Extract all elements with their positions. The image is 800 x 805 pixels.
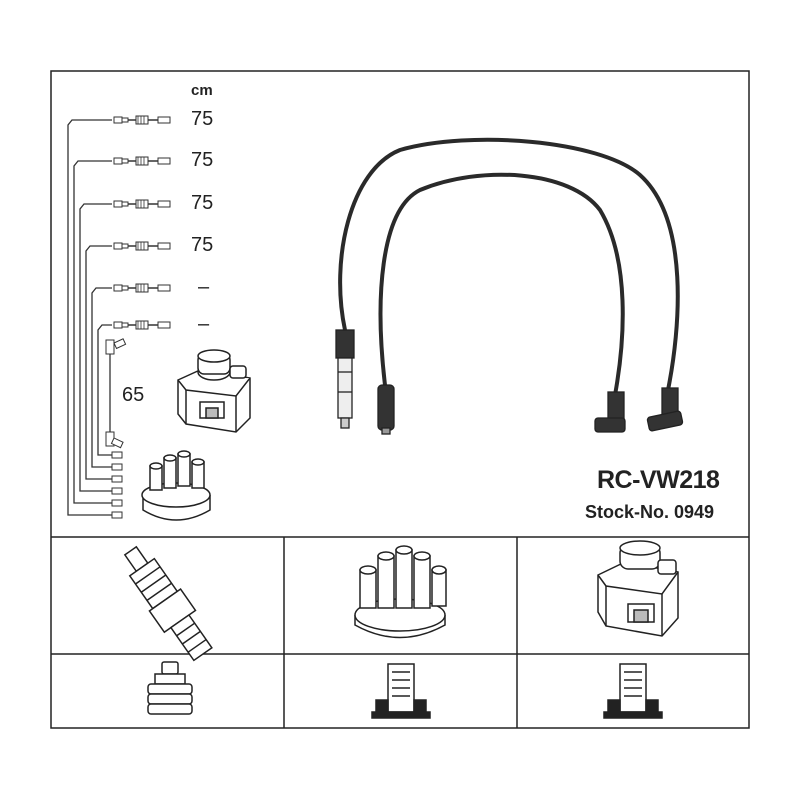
- ignition-coil-large-icon: [597, 540, 679, 637]
- coil-wire-length-label: 65: [122, 384, 145, 406]
- length-label-2: 75: [191, 149, 214, 171]
- straight-coil-boot: [377, 384, 395, 435]
- spark-plug-terminal-icon: [147, 661, 193, 715]
- connector-2: [113, 156, 171, 166]
- length-label-5: –: [198, 276, 210, 298]
- angled-boot-1: [594, 391, 626, 433]
- bundle-terminals: [111, 451, 123, 519]
- distributor-cap-icon: [141, 450, 211, 521]
- unit-label: cm: [191, 82, 213, 99]
- wire-schematic: [67, 119, 113, 516]
- distributor-tower-terminal-icon: [371, 663, 431, 719]
- straight-plug-boot: [335, 329, 355, 429]
- coil-wire-connectors: [105, 338, 127, 449]
- connector-1: [113, 115, 171, 125]
- length-label-4: 75: [191, 234, 214, 256]
- ignition-lead-1: [338, 137, 680, 392]
- connector-5: [113, 283, 171, 293]
- coil-tower-terminal-icon: [603, 663, 663, 719]
- angled-boot-2: [646, 387, 684, 432]
- ignition-coil-icon: [177, 349, 251, 433]
- stock-number: Stock-No. 0949: [585, 502, 715, 522]
- connector-4: [113, 241, 171, 251]
- outer-frame: [50, 70, 750, 729]
- distributor-cap-large-icon: [354, 545, 447, 639]
- length-label-1: 75: [191, 108, 214, 130]
- spark-plug-icon: [123, 545, 213, 662]
- ignition-lead-2: [378, 172, 625, 397]
- connector-6: [113, 320, 171, 330]
- length-label-6: –: [198, 313, 210, 335]
- length-label-3: 75: [191, 192, 214, 214]
- connector-3: [113, 199, 171, 209]
- connector-rows: [113, 115, 171, 330]
- part-number: RC-VW218: [597, 466, 720, 494]
